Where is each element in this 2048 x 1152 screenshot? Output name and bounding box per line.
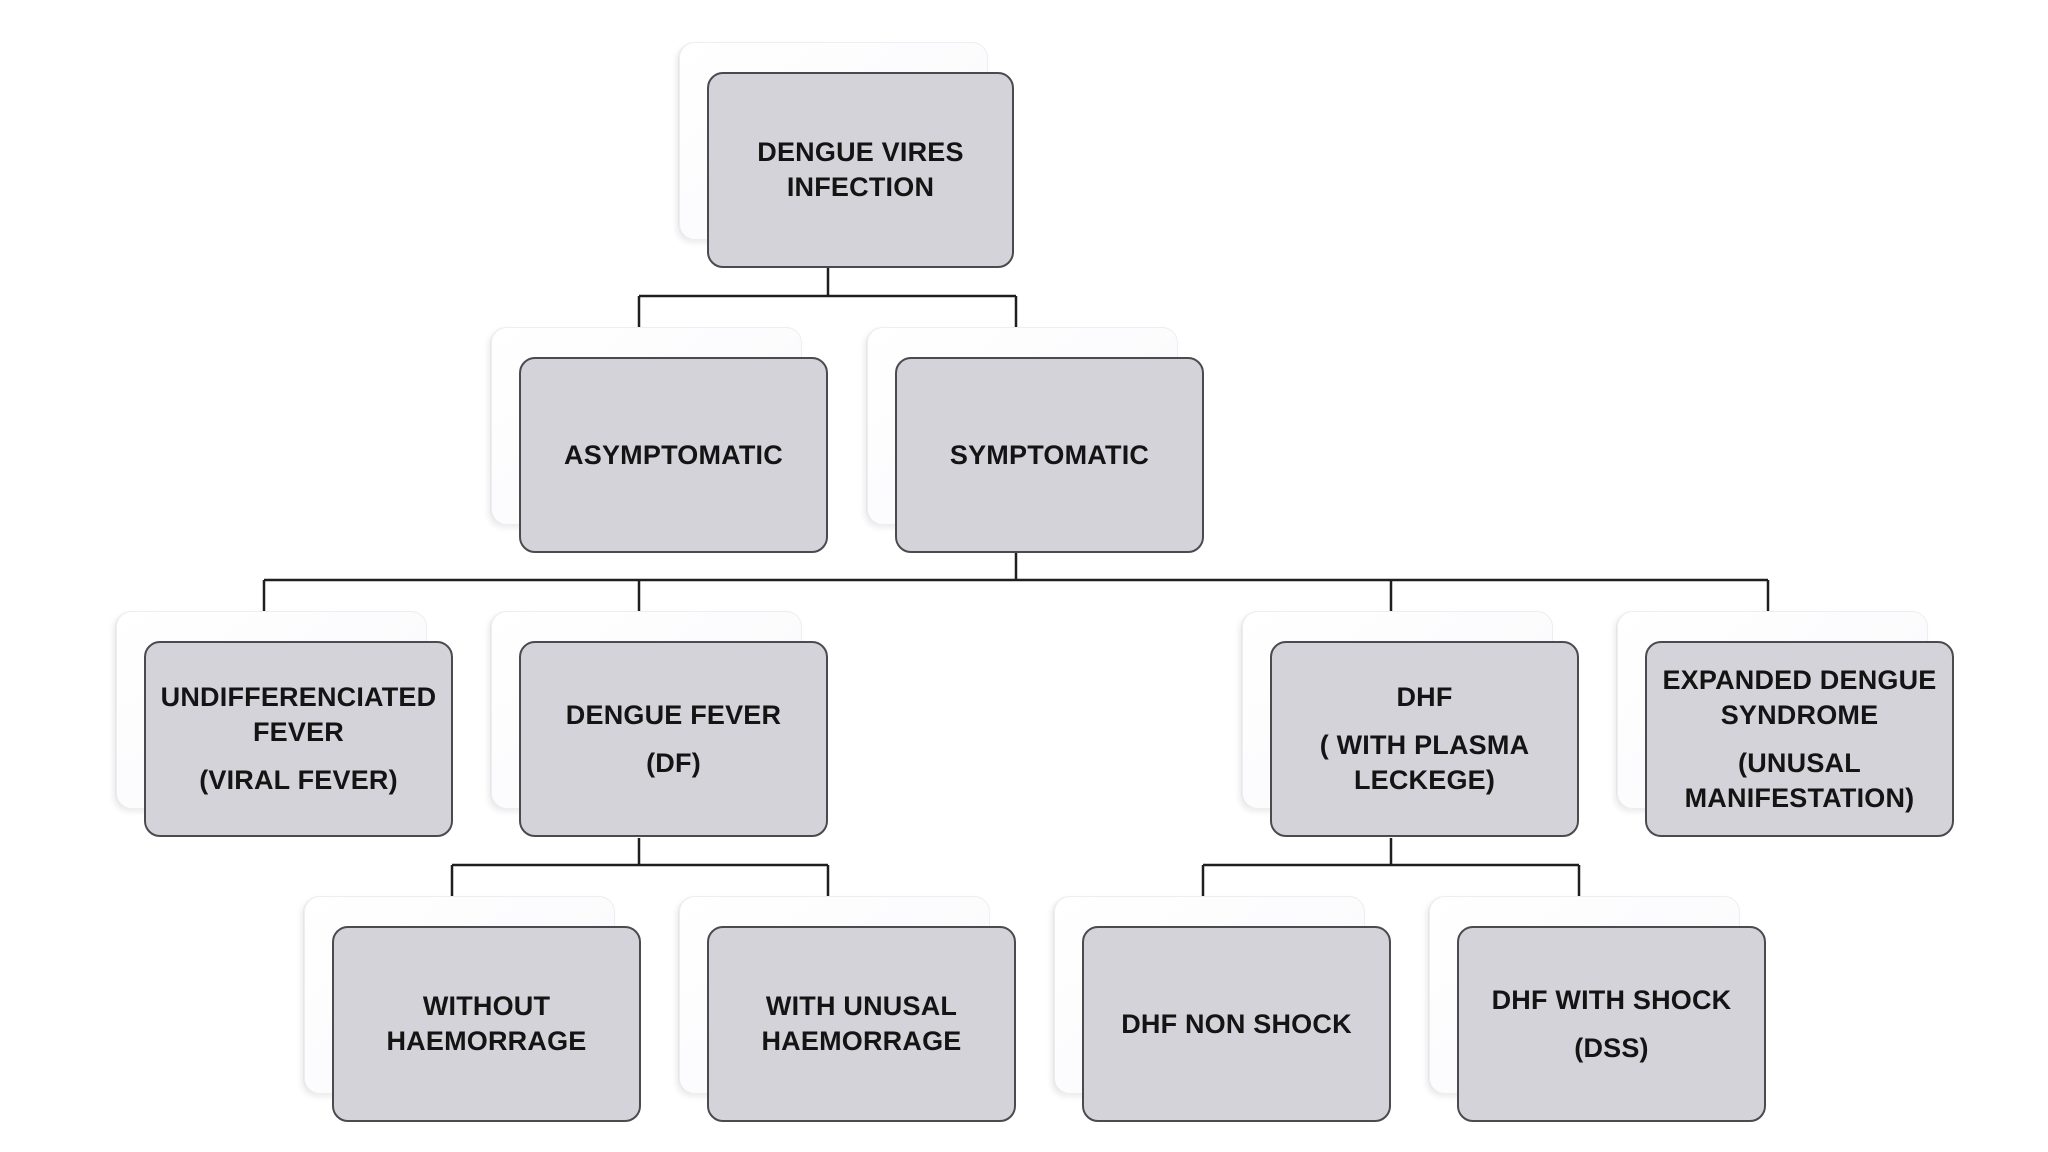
node-without-haemorrage: WITHOUT HAEMORRAGE (304, 896, 641, 1122)
node-label-line: DENGUE VIRES (757, 137, 964, 167)
node-label-line: LECKEGE) (1353, 765, 1496, 795)
node-label-line: HAEMORRAGE (386, 1026, 587, 1056)
node-label-line: FEVER (252, 717, 345, 747)
node-box: DHF NON SHOCK (1082, 926, 1391, 1122)
node-dhf-with-shock: DHF WITH SHOCK (DSS) (1429, 896, 1766, 1122)
node-label-line: DHF NON SHOCK (1121, 1008, 1352, 1039)
node-label-line: SYMPTOMATIC (949, 439, 1150, 470)
node-expanded: EXPANDED DENGUE SYNDROME (UNUSAL MANIFESTAT… (1617, 611, 1954, 837)
node-label-line: HAEMORRAGE (761, 1026, 962, 1056)
node-label-line: (VIRAL FEVER) (199, 765, 398, 795)
node-asymptomatic: ASYMPTOMATIC (491, 327, 828, 553)
node-label-line: DENGUE FEVER (565, 699, 782, 730)
node-label-line: (DSS) (1574, 1032, 1649, 1063)
node-box: ASYMPTOMATIC (519, 357, 828, 553)
node-symptomatic: SYMPTOMATIC (867, 327, 1204, 553)
node-label-line: INFECTION (786, 172, 935, 202)
node-label-line: (DF) (646, 747, 701, 778)
node-box: DHF ( WITH PLASMA LECKEGE) (1270, 641, 1579, 837)
node-label-line: (UNUSAL (1738, 747, 1861, 778)
node-label-line: DHF WITH SHOCK (1491, 984, 1732, 1015)
node-label-line: EXPANDED DENGUE (1662, 664, 1937, 695)
node-label-line: WITH UNUSAL (765, 991, 958, 1021)
node-label-line: ASYMPTOMATIC (564, 439, 783, 470)
node-box: DENGUE VIRES INFECTION (707, 72, 1014, 268)
node-label-line: MANIFESTATION) (1684, 782, 1915, 813)
node-label-line: DHF (1396, 682, 1453, 712)
node-box: UNDIFFERENCIATED FEVER (VIRAL FEVER) (144, 641, 453, 837)
node-box: WITH UNUSAL HAEMORRAGE (707, 926, 1016, 1122)
node-box: EXPANDED DENGUE SYNDROME (UNUSAL MANIFESTAT… (1645, 641, 1954, 837)
node-label-line: WITHOUT (422, 991, 551, 1021)
node-label-line: SYNDROME (1720, 699, 1879, 730)
node-dengue-fever: DENGUE FEVER (DF) (491, 611, 828, 837)
node-root: DENGUE VIRES INFECTION (679, 42, 1014, 268)
node-box: WITHOUT HAEMORRAGE (332, 926, 641, 1122)
node-box: SYMPTOMATIC (895, 357, 1204, 553)
node-box: DHF WITH SHOCK (DSS) (1457, 926, 1766, 1122)
node-box: DENGUE FEVER (DF) (519, 641, 828, 837)
node-label-line: UNDIFFERENCIATED (160, 682, 437, 712)
node-with-unusal-haemorrage: WITH UNUSAL HAEMORRAGE (679, 896, 1016, 1122)
node-undifferentiated: UNDIFFERENCIATED FEVER (VIRAL FEVER) (116, 611, 453, 837)
node-label-line: ( WITH PLASMA (1319, 730, 1530, 760)
node-dhf-non-shock: DHF NON SHOCK (1054, 896, 1391, 1122)
node-dhf: DHF ( WITH PLASMA LECKEGE) (1242, 611, 1579, 837)
